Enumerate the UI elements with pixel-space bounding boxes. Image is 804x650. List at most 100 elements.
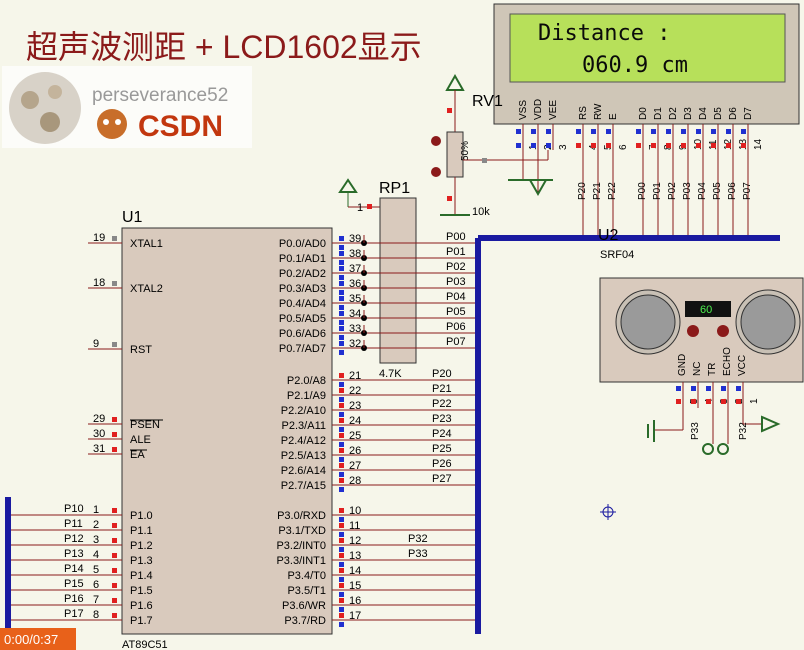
bus-net-label: P07	[742, 182, 753, 200]
bus-net-label: P05	[446, 306, 466, 318]
decrease-button-icon[interactable]	[431, 167, 441, 177]
u1-pin-number: 30	[93, 428, 105, 440]
timer-text: 0:00/0:37	[4, 632, 58, 647]
u1-pin-name: EA	[130, 449, 145, 461]
monkey-logo-icon	[97, 109, 127, 139]
rv1-percent: 50%	[460, 141, 471, 161]
u1-pin-number: 5	[93, 564, 99, 576]
u1-pin-number: 39	[349, 233, 361, 245]
u1-pin-name: P0.2/AD2	[279, 268, 326, 280]
u1-pin-name: P0.7/AD7	[279, 343, 326, 355]
lcd-pin-name: D0	[638, 107, 649, 120]
u1-pin-name: XTAL2	[130, 283, 163, 295]
bus-net-label: P02	[446, 261, 466, 273]
lcd-module[interactable]: Distance : 060.9 cm	[493, 3, 800, 125]
u1-pin-number: 37	[349, 263, 361, 275]
u1-pin-number: 31	[93, 443, 105, 455]
bus-net-label: P10	[64, 503, 84, 515]
bus-net-label: P20	[432, 368, 452, 380]
u1-pin-number: 23	[349, 400, 361, 412]
bus-net-label: P22	[607, 182, 618, 200]
increase-button-icon[interactable]	[431, 136, 441, 146]
bus-net-label: P21	[432, 383, 452, 395]
u1-pin-number: 16	[349, 595, 361, 607]
u1-pin-name: P2.1/A9	[287, 390, 326, 402]
u2-connections	[647, 408, 781, 455]
bus-net-label: P33	[690, 422, 701, 440]
rp1-value: 4.7K	[379, 368, 402, 380]
u1-pin-name: P3.3/INT1	[276, 555, 326, 567]
bus-net-label: P11	[64, 518, 83, 530]
power-arrow-icon	[445, 73, 465, 91]
u1-type: AT89C51	[122, 639, 168, 650]
u1-pin-number: 6	[93, 579, 99, 591]
u1-pin-number: 1	[93, 504, 99, 516]
u2-pin-name: VCC	[737, 355, 748, 376]
u2-pin-name: TR	[707, 363, 718, 376]
lcd-pin-name: D6	[728, 107, 739, 120]
rv1-reference: RV1	[472, 93, 503, 110]
u1-pin-name: RST	[130, 344, 152, 356]
increase-button-icon[interactable]	[717, 325, 729, 337]
u1-pin-number: 14	[349, 565, 361, 577]
u1-pin-name: P1.1	[130, 525, 153, 537]
microcontroller-u1[interactable]: U1 AT89C51	[121, 209, 333, 650]
bus-net-label: P00	[446, 231, 466, 243]
rp1-reference: RP1	[379, 180, 410, 197]
u1-right-pins: 39P0.0/AD0P0038P0.1/AD1P0137P0.2/AD2P023…	[276, 231, 478, 627]
u1-pin-number: 28	[349, 475, 361, 487]
u1-pin-name: PSEN	[130, 419, 160, 431]
bus-net-label: P17	[64, 608, 84, 620]
avatar	[9, 72, 81, 144]
potentiometer-rv1[interactable]: 50% RV1 10k	[431, 73, 503, 218]
u1-pin-name: P0.0/AD0	[279, 238, 326, 250]
u1-pin-name: P3.7/RD	[284, 615, 326, 627]
lcd-pin-name: RS	[578, 106, 589, 120]
u1-pin-number: 17	[349, 610, 361, 622]
u2-reference: U2	[598, 227, 619, 244]
bus-net-label: P22	[432, 398, 452, 410]
bus-net-label: P06	[446, 321, 466, 333]
decrease-button-icon[interactable]	[687, 325, 699, 337]
u1-pin-number: 10	[349, 505, 361, 517]
bus-net-label: P16	[64, 593, 84, 605]
watermark-user: perseverance52	[92, 85, 228, 106]
bus-net-label: P04	[697, 182, 708, 200]
lcd-line-2: 060.9 cm	[582, 53, 688, 78]
resistor-pack-rp1[interactable]: 1 RP1 4.7K	[338, 178, 417, 380]
lcd-pin-name: RW	[593, 103, 604, 120]
distance-display-value: 60	[700, 304, 712, 316]
lcd-pin-name: D5	[713, 107, 724, 120]
u1-pin-name: P1.4	[130, 570, 153, 582]
lcd-pin-name: D7	[743, 107, 754, 120]
watermark-brand: CSDN	[138, 110, 223, 143]
u1-pin-number: 34	[349, 308, 361, 320]
u1-reference: U1	[122, 209, 143, 226]
bus-net-label: P07	[446, 336, 466, 348]
u1-pin-name: P2.6/A14	[281, 465, 326, 477]
ultrasonic-sensor-u2[interactable]: U2 SRF04 60	[598, 227, 804, 383]
u1-pin-number: 24	[349, 415, 361, 427]
u1-pin-name: P2.4/A12	[281, 435, 326, 447]
bus-net-label: P33	[408, 548, 428, 560]
bus-net-label: P24	[432, 428, 452, 440]
u1-pin-name: P3.4/T0	[287, 570, 326, 582]
u1-pin-name: P0.6/AD6	[279, 328, 326, 340]
schematic-title: 超声波测距 + LCD1602显示	[26, 29, 422, 65]
bus-net-label: P03	[446, 276, 466, 288]
u1-pin-name: P0.3/AD3	[279, 283, 326, 295]
ground-symbol-lcd	[484, 150, 553, 197]
u1-pin-number: 13	[349, 550, 361, 562]
u1-pin-number: 11	[349, 520, 360, 532]
playback-timer: 0:00/0:37	[0, 628, 76, 650]
bus-net-label: P23	[432, 413, 452, 425]
u2-pin-name: NC	[692, 362, 703, 376]
u1-pin-number: 8	[93, 609, 99, 621]
u1-pin-name: P1.0	[130, 510, 153, 522]
u1-pin-name: P2.7/A15	[281, 480, 326, 492]
